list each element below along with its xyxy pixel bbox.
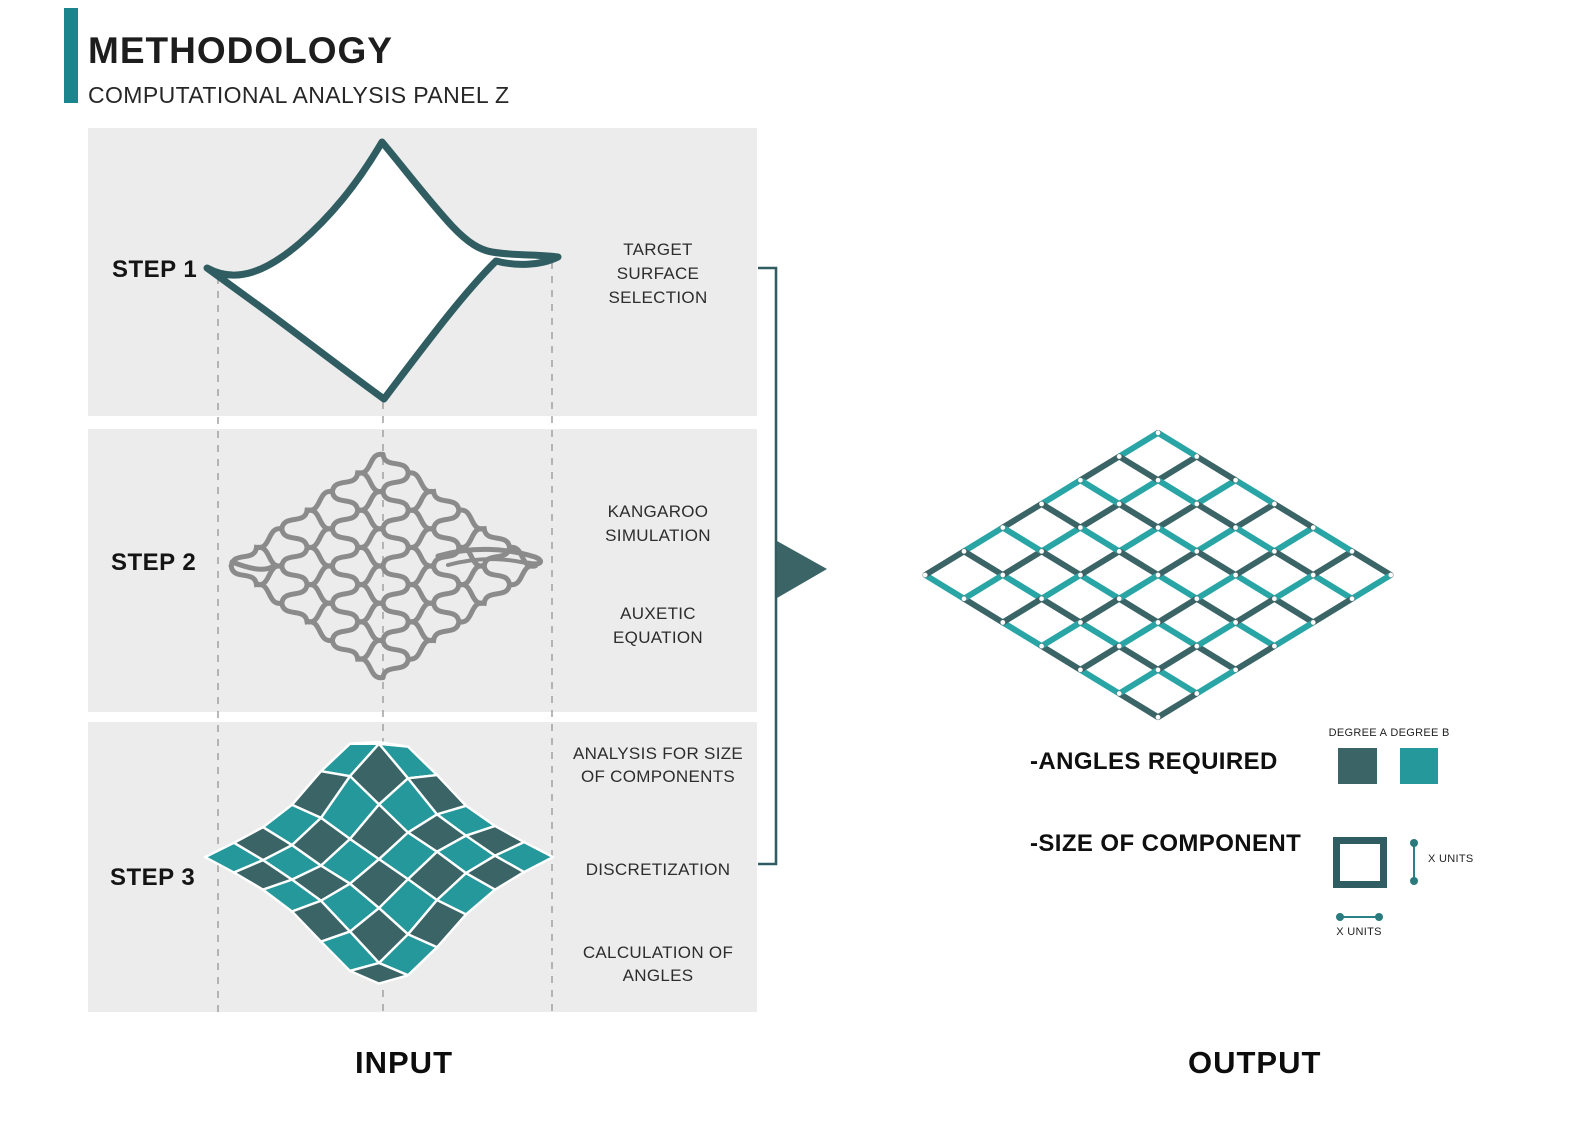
angles-required-label: -ANGLES REQUIRED: [1030, 748, 1278, 775]
degree-b-swatch: [1400, 748, 1438, 784]
dim-dot: [1410, 839, 1418, 847]
x-units-horizontal-label: X UNITS: [1336, 926, 1382, 938]
caption-kangaroo-simulation: KANGAROO SIMULATION: [605, 502, 711, 545]
degree-b-label: DEGREE B: [1390, 727, 1450, 739]
component-square-icon: [1333, 837, 1387, 888]
input-section-label: INPUT: [355, 1045, 453, 1080]
flow-arrow-icon: [777, 541, 827, 598]
caption-target-surface: TARGET SURFACE SELECTION: [608, 240, 708, 307]
step3-label: STEP 3: [110, 864, 196, 891]
page-title: METHODOLOGY: [88, 30, 393, 71]
x-units-vertical-label: X UNITS: [1428, 853, 1474, 865]
page-subtitle: COMPUTATIONAL ANALYSIS PANEL Z: [88, 82, 510, 108]
dim-dot: [1410, 877, 1418, 885]
degree-a-swatch: [1338, 748, 1377, 784]
degree-a-label: DEGREE A: [1328, 727, 1388, 739]
dim-dot: [1336, 913, 1344, 921]
step1-label: STEP 1: [112, 256, 198, 283]
step2-label: STEP 2: [111, 549, 197, 576]
size-of-component-label: -SIZE OF COMPONENT: [1030, 830, 1302, 857]
caption-analysis-size: ANALYSIS FOR SIZE OF COMPONENTS: [572, 744, 744, 786]
dim-dot: [1375, 913, 1383, 921]
caption-calculation-angles: CALCULATION OF ANGLES: [582, 943, 734, 985]
flow-bracket: [758, 266, 778, 866]
output-section-label: OUTPUT: [1188, 1045, 1322, 1080]
header-accent-bar: [64, 8, 78, 103]
caption-auxetic-equation: AUXETIC EQUATION: [613, 604, 703, 647]
caption-discretization: DISCRETIZATION: [585, 860, 731, 879]
